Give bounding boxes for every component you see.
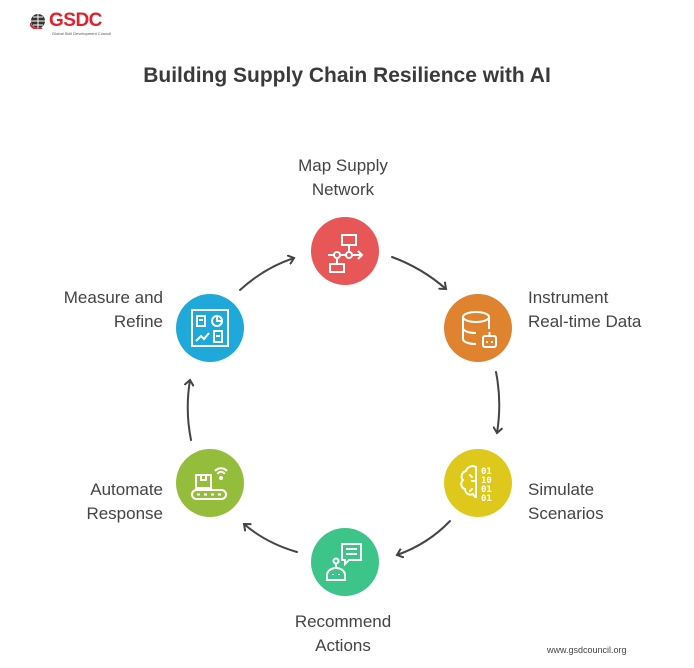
step-automate-node bbox=[176, 449, 244, 517]
label-line: Refine bbox=[113, 312, 163, 331]
label-line: Response bbox=[86, 504, 163, 523]
step-simulate-node: 01 10 01 01 bbox=[444, 449, 512, 517]
gsdc-logo: GSDC Global Skill Development Council bbox=[30, 10, 111, 36]
label-line: Instrument bbox=[528, 288, 609, 307]
label-line: Simulate bbox=[528, 480, 595, 499]
step-measure-label: Measure and Refine bbox=[0, 286, 163, 334]
arrow-simulate-to-recommend bbox=[397, 520, 451, 555]
label-line: Actions bbox=[315, 636, 371, 655]
step-map-label: Map Supply Network bbox=[243, 154, 443, 202]
step-instrument-label: Instrument Real-time Data bbox=[528, 286, 641, 334]
svg-text:01: 01 bbox=[481, 494, 492, 504]
svg-text:01: 01 bbox=[481, 485, 492, 495]
svg-text:10: 10 bbox=[481, 476, 492, 486]
step-recommend-node bbox=[311, 528, 379, 596]
arrow-recommend-to-automate bbox=[244, 524, 298, 553]
step-simulate-label: Simulate Scenarios bbox=[528, 478, 604, 526]
logo-tagline: Global Skill Development Council bbox=[52, 31, 112, 36]
label-line: Scenarios bbox=[528, 504, 604, 523]
label-line: Recommend bbox=[294, 612, 392, 631]
step-recommend-label: Recommend Actions bbox=[243, 610, 443, 658]
arrow-instrument-to-simulate bbox=[496, 371, 499, 433]
globe-icon bbox=[30, 13, 45, 29]
conveyor-wifi-icon bbox=[191, 467, 228, 500]
step-instrument-node bbox=[444, 294, 512, 362]
dashboard-icon bbox=[191, 309, 229, 347]
logo-text: GSDC bbox=[49, 10, 102, 31]
label-line: Real-time Data bbox=[528, 312, 642, 331]
brain-binary-icon: 01 10 01 01 bbox=[460, 465, 492, 504]
arrow-map-to-instrument bbox=[391, 256, 446, 289]
page-title: Building Supply Chain Resilience with AI bbox=[143, 64, 551, 87]
step-automate-label: Automate Response bbox=[0, 478, 163, 526]
step-measure-node bbox=[176, 294, 244, 362]
footer-url: www.gsdcouncil.org bbox=[547, 645, 627, 655]
step-map-node bbox=[311, 217, 379, 285]
svg-text:01: 01 bbox=[481, 467, 492, 477]
robot-chat-icon bbox=[326, 543, 362, 581]
label-line: Network bbox=[311, 180, 375, 199]
label-line: Map Supply bbox=[298, 156, 388, 175]
database-robot-icon bbox=[462, 311, 497, 348]
label-line: Automate bbox=[90, 480, 163, 499]
arrow-measure-to-map bbox=[239, 258, 294, 291]
flowchart-icon bbox=[328, 234, 364, 273]
arrow-automate-to-measure bbox=[188, 380, 191, 441]
label-line: Measure and bbox=[63, 288, 163, 307]
